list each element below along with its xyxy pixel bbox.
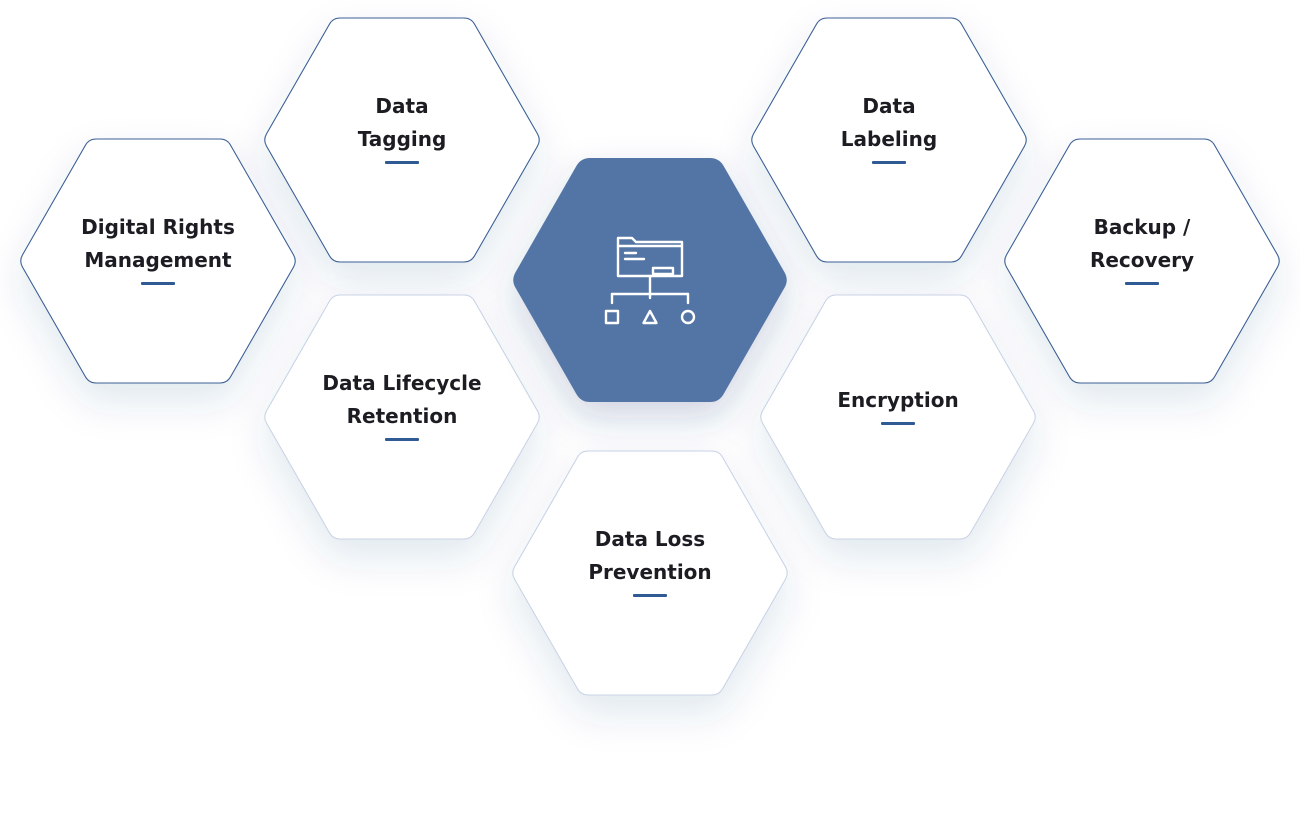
hexagon-label-line: Tagging [357,127,447,151]
hexagon-data-tagging [264,17,540,263]
hexagon-label-line: Retention [346,404,458,428]
hexagon-digital-rights-management [20,138,296,384]
hexagon-label-line: Data Loss [594,527,706,551]
hexagon-data-lifecycle-retention [264,294,540,540]
hexagon-label-line: Recovery [1089,248,1195,272]
accent-underline [633,594,667,597]
hexagon-label-line: Backup / [1093,215,1191,239]
hexagon-label-line: Data Lifecycle [322,371,482,395]
hexagon-label-line: Digital Rights [81,215,235,239]
accent-underline [1125,282,1159,285]
accent-underline [141,282,175,285]
hexagon-label-line: Prevention [588,560,712,584]
hexagon-label-line: Data [375,94,429,118]
accent-underline [881,421,915,425]
accent-underline [872,161,906,164]
hexagon-label-line: Labeling [840,127,938,151]
hexagon-encryption [760,294,1036,540]
folder-hierarchy-icon [604,236,696,325]
hexagon-data-loss-prevention [512,450,788,696]
hexagon-label-line: Data [862,94,916,118]
accent-underline [385,161,419,164]
hexagon-label-backup-recovery: Backup / Recovery [1022,211,1262,277]
accent-underline [385,438,419,441]
hexagon-label-line: Encryption [837,387,959,412]
hexagon-data-labeling [751,17,1027,263]
hexagon-backup-recovery [1004,138,1280,384]
hexagon-label-line: Management [84,248,232,272]
hexagon-label-encryption: Encryption [778,384,1018,417]
